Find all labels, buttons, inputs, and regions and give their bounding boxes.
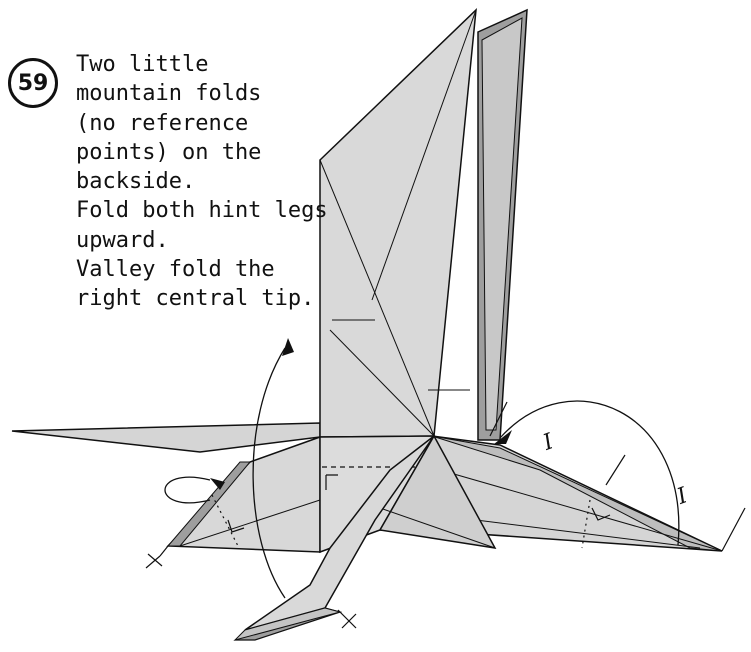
arc-arrow-up-head	[282, 338, 294, 356]
tick-2	[606, 455, 625, 485]
instruction-line: right central tip.	[76, 284, 316, 313]
pivot-bottom	[338, 610, 356, 628]
instruction-line: mountain folds	[76, 79, 316, 108]
instruction-line: points) on the	[76, 138, 316, 167]
left-base-flap	[168, 437, 320, 552]
instruction-line: (no reference	[76, 109, 316, 138]
instruction-line: backside.	[76, 167, 316, 196]
pivot-left	[146, 546, 168, 568]
instruction-line: upward.	[76, 226, 316, 255]
left-wing	[12, 423, 320, 452]
instruction-line: Fold both hint legs	[76, 196, 316, 225]
step-number-badge: 59	[8, 58, 58, 108]
arc-arrow-left	[165, 477, 210, 503]
instruction-line: Two little	[76, 50, 316, 79]
instruction-line: Valley fold the	[76, 255, 316, 284]
instruction-text: Two little mountain folds (no reference …	[76, 50, 316, 314]
tick-3	[722, 508, 745, 551]
